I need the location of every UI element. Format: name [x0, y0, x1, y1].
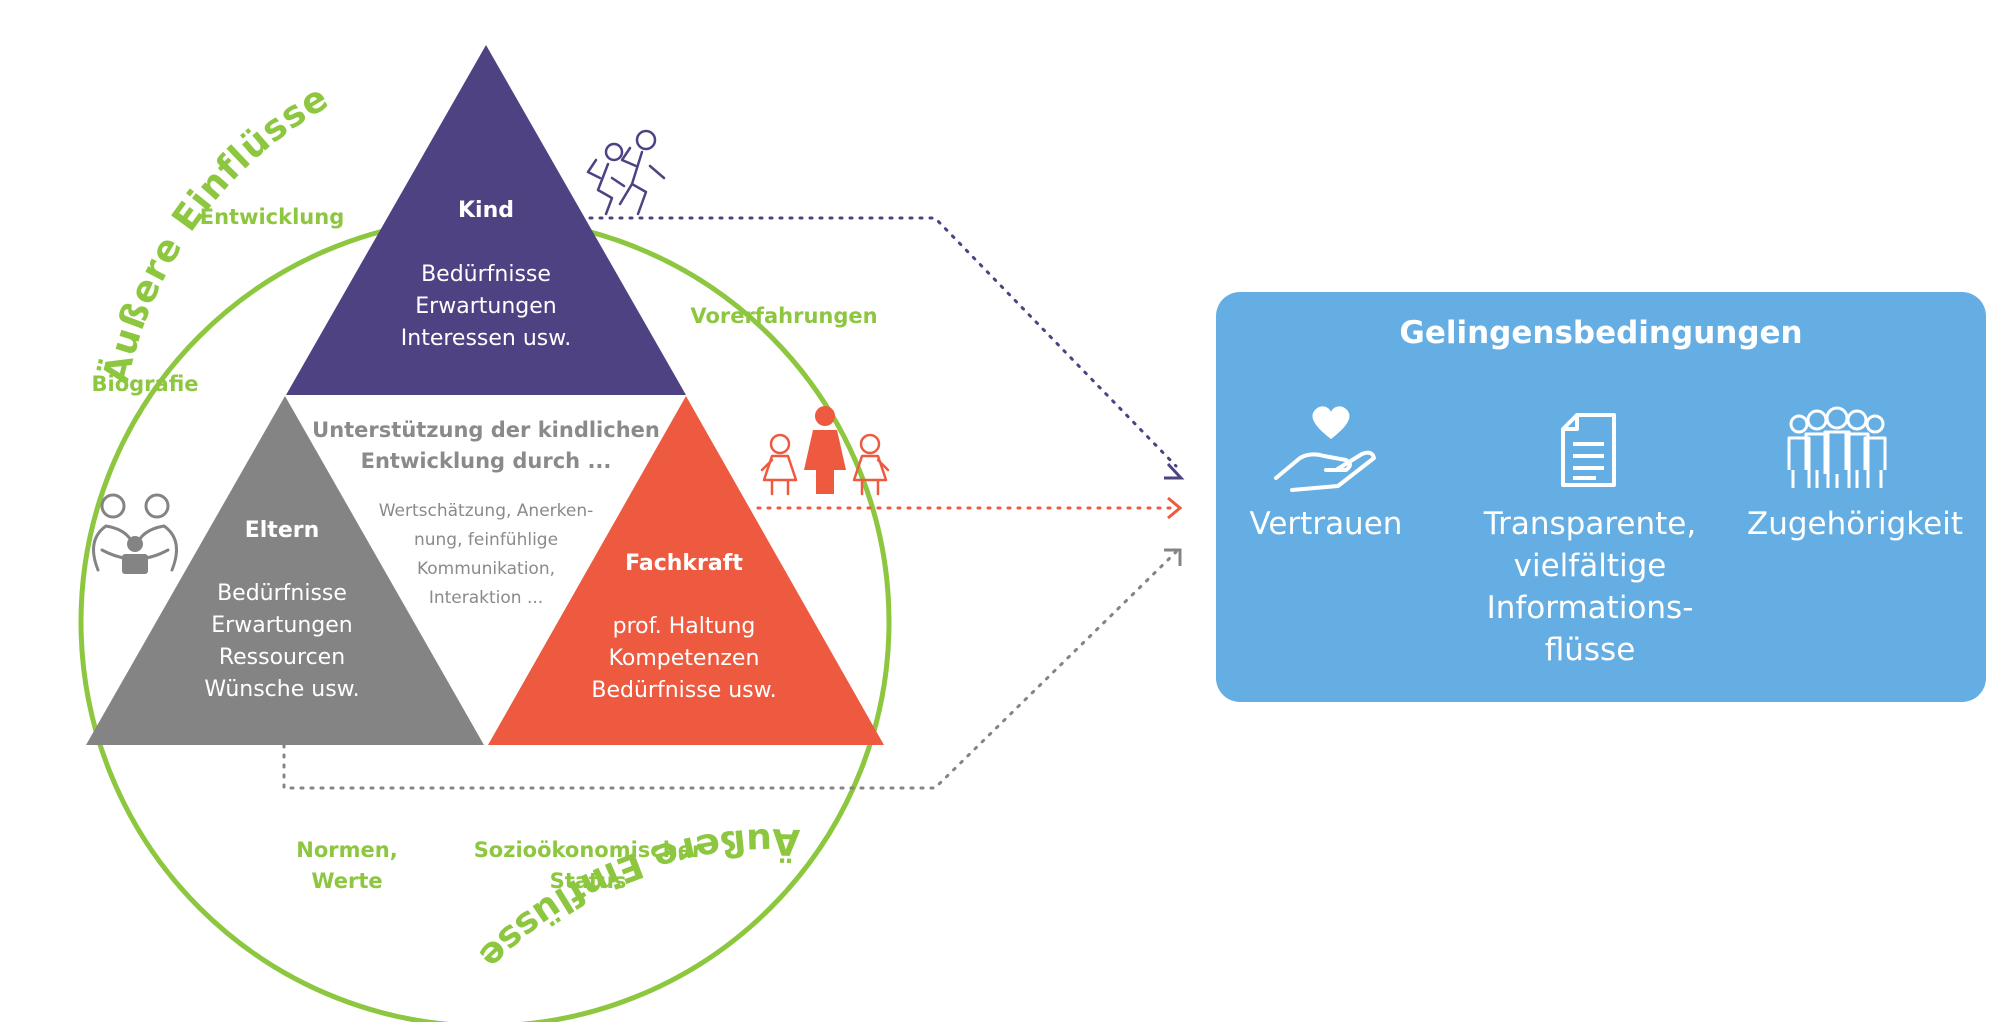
- box-title: Gelingensbedingungen: [1399, 315, 1802, 351]
- center-body: Kommunikation,: [417, 559, 555, 579]
- eltern-line: Bedürfnisse: [217, 581, 347, 606]
- center-body: Wertschätzung, Anerken-: [379, 501, 594, 521]
- box-item-label: vielfältige: [1514, 548, 1667, 584]
- heart-hand-icon: [1274, 406, 1376, 492]
- box-item-label: Informations-: [1487, 590, 1694, 626]
- parents-with-child-icon: [92, 493, 178, 574]
- center-body: Interaktion ...: [429, 588, 543, 608]
- box-item-label: Transparente,: [1483, 506, 1696, 542]
- outer-label-top: Äußere Einflüsse: [95, 77, 336, 387]
- label-vorerfahrungen: Vorerfahrungen: [690, 304, 877, 328]
- kind-arrow: [1164, 462, 1185, 480]
- box-item-label: flüsse: [1545, 632, 1636, 668]
- group-icon: [1787, 406, 1887, 488]
- eltern-connector: [282, 550, 1178, 790]
- fachkraft-line: Bedürfnisse usw.: [591, 678, 776, 703]
- label-biografie: Biografie: [92, 372, 199, 396]
- label-status: Sozioökonomischer: [474, 838, 703, 862]
- eltern-triangle: [86, 396, 484, 745]
- educator-with-children-icon: [760, 406, 890, 496]
- kind-line: Interessen usw.: [401, 326, 571, 351]
- eltern-line: Erwartungen: [211, 613, 352, 638]
- fachkraft-arrow: [1167, 496, 1183, 520]
- eltern-arrow: [1164, 548, 1182, 566]
- label-normen: Werte: [311, 869, 382, 893]
- box-item-label: Vertrauen: [1250, 506, 1403, 542]
- kind-triangle: [286, 45, 686, 395]
- eltern-title: Eltern: [245, 518, 320, 543]
- fachkraft-line: Kompetenzen: [609, 646, 760, 671]
- kind-line: Erwartungen: [415, 294, 556, 319]
- label-status: Status: [550, 869, 627, 893]
- eltern-line: Ressourcen: [219, 645, 345, 670]
- center-body: nung, feinfühlige: [414, 530, 558, 550]
- fachkraft-line: prof. Haltung: [613, 614, 756, 639]
- fachkraft-title: Fachkraft: [625, 551, 743, 576]
- kind-line: Bedürfnisse: [421, 262, 551, 287]
- eltern-line: Wünsche usw.: [204, 677, 359, 702]
- center-title: Entwicklung durch ...: [361, 449, 612, 473]
- box-item-label: Zugehörigkeit: [1747, 506, 1963, 542]
- gelingensbedingungen-box: [1216, 292, 1986, 702]
- document-icon: [1561, 413, 1616, 487]
- running-children-icon: [586, 129, 666, 216]
- label-entwicklung: Entwicklung: [200, 205, 344, 229]
- fachkraft-triangle: [488, 396, 884, 745]
- kind-title: Kind: [458, 198, 514, 223]
- label-normen: Normen,: [296, 838, 397, 862]
- center-title: Unterstützung der kindlichen: [312, 418, 660, 442]
